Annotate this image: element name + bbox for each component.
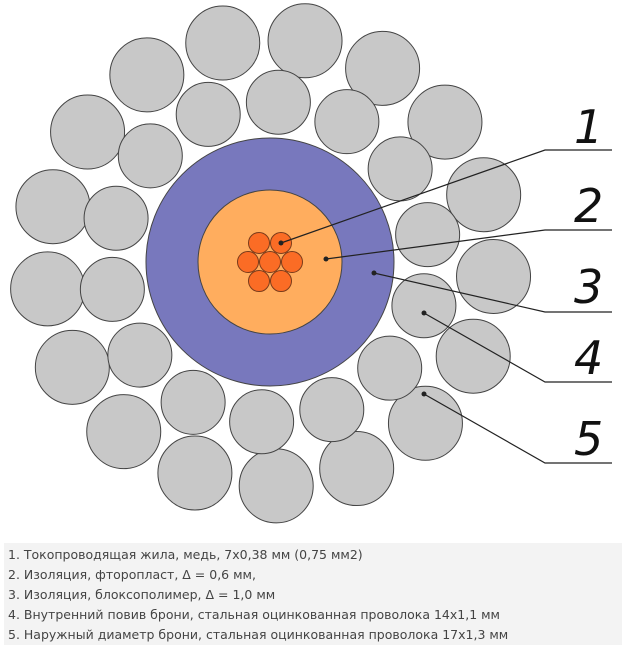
cable-cross-section: 1 2 3 4 5 [10, 3, 612, 524]
outer-armor-wire [238, 448, 314, 524]
inner-armor-wire [117, 123, 183, 189]
inner-armor-wire [107, 322, 173, 388]
inner-armor-wire [229, 389, 295, 455]
callout-line-2 [325, 229, 612, 260]
copper-strand [248, 231, 270, 254]
outer-armor-wires [10, 3, 532, 524]
outer-armor-wire [50, 94, 126, 170]
copper-strand [259, 251, 281, 273]
callout-dots [278, 240, 427, 397]
outer-armor-wire [15, 169, 91, 245]
inner-armor-wire [395, 202, 461, 268]
callout-line-5 [423, 393, 612, 464]
copper-strand [270, 270, 292, 293]
callout-line-4 [423, 312, 612, 383]
legend-item-4: 4. Внутренний повив брони, стальная оцин… [8, 607, 500, 622]
inner-armor-wire [314, 89, 380, 155]
outer-armor-wire [109, 37, 185, 113]
callout-label-5: 5 [574, 412, 603, 466]
inner-armor-wire [175, 81, 241, 147]
outer-armor-wire [157, 435, 233, 511]
copper-strand [237, 251, 259, 273]
callout-lines [280, 149, 612, 464]
legend-item-5: 5. Наружный диаметр брони, стальная оцин… [8, 627, 509, 642]
outer-armor-wire [267, 3, 343, 79]
inner-armor-wire [245, 69, 311, 135]
inner-armor-wire [299, 377, 365, 443]
legend: 1. Токопроводящая жила, медь, 7х0,38 мм … [4, 543, 622, 645]
callout-label-2: 2 [574, 179, 603, 233]
callout-label-4: 4 [574, 331, 603, 385]
copper-strand [248, 270, 270, 293]
legend-item-3: 3. Изоляция, блоксополимер, Δ = 1,0 мм [8, 587, 276, 602]
outer-armor-wire [456, 238, 532, 314]
outer-armor-wire [185, 5, 261, 81]
outer-armor-wire [407, 84, 483, 160]
inner-armor-wire [79, 256, 145, 322]
callout-line-1 [280, 149, 612, 244]
inner-armor-wire [367, 136, 433, 202]
outer-armor-wire [435, 318, 511, 394]
legend-item-2: 2. Изоляция, фторопласт, Δ = 0,6 мм, [8, 567, 256, 582]
callout-label-1: 1 [574, 100, 603, 154]
outer-armor-wire [86, 394, 162, 470]
copper-core [237, 231, 303, 293]
outer-armor-wire [345, 30, 421, 106]
inner-armor-wire [391, 273, 457, 339]
legend-item-1: 1. Токопроводящая жила, медь, 7х0,38 мм … [8, 547, 363, 562]
inner-armor-wire [83, 185, 149, 251]
outer-armor-wire [34, 329, 110, 405]
inner-armor-wire [357, 335, 423, 401]
inner-armor-wires [79, 69, 461, 455]
copper-strand [281, 251, 303, 273]
outer-armor-wire [10, 251, 86, 327]
outer-armor-wire [446, 157, 522, 233]
outer-armor-wire [319, 431, 395, 507]
callout-line-3 [373, 272, 612, 313]
callout-label-3: 3 [574, 260, 603, 314]
inner-armor-wire [160, 369, 226, 435]
